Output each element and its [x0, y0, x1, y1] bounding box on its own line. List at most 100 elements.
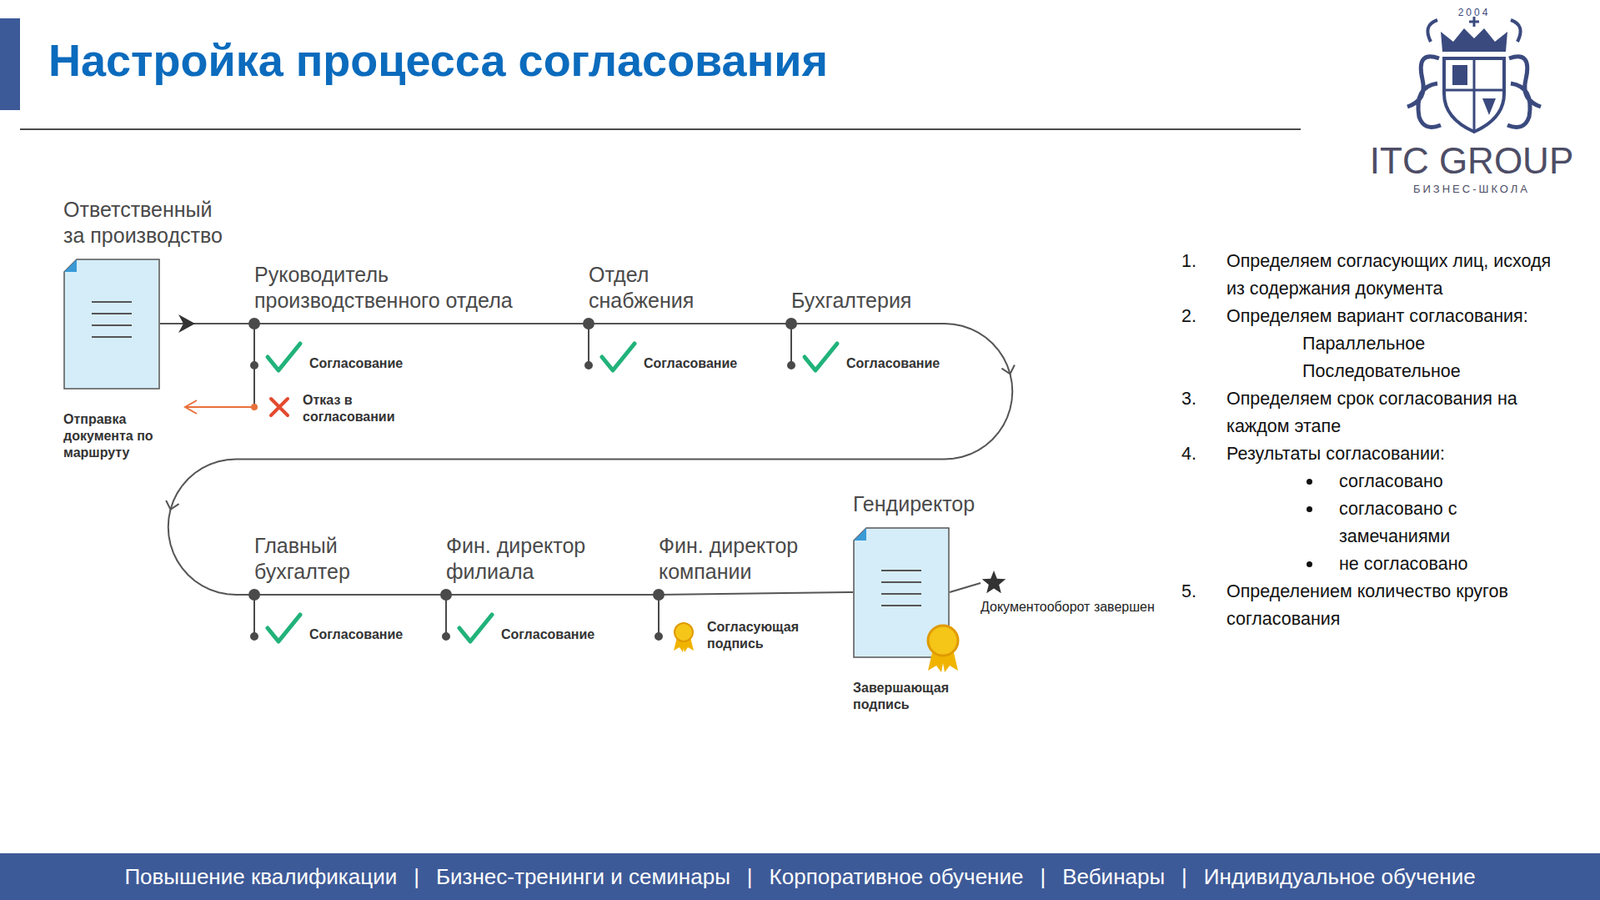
approval-label: Согласование — [642, 355, 739, 372]
label-holder: 2004 — [1458, 6, 1491, 19]
document-corner — [64, 259, 77, 272]
bullet-dot — [1306, 478, 1313, 485]
logo-subtitle: БИЗНЕС-ШКОЛА — [1413, 182, 1530, 196]
list-bullet-item: согласовано с замечаниями — [1339, 495, 1515, 551]
station-dot — [582, 317, 595, 330]
station-heading: Бухгалтерия — [791, 287, 984, 314]
list-row: 1.Определяем согласующих лиц, исходя из … — [1181, 247, 1582, 303]
list-bullet-item: не согласовано — [1339, 550, 1515, 578]
label-holder: Согласование — [307, 626, 405, 643]
station-dot — [652, 588, 665, 601]
check-mark-part — [601, 343, 635, 371]
route-station: Бухгалтерия — [791, 287, 984, 324]
document-line — [91, 312, 132, 315]
logo-brand: ITC GROUP — [1369, 138, 1574, 184]
document-line — [881, 569, 922, 572]
connector-line — [160, 322, 255, 325]
star-shape — [982, 570, 1007, 593]
logo-crest-part — [1452, 65, 1468, 86]
logo-crest-part — [1444, 58, 1505, 132]
route-station: Фин. директор филиала — [446, 532, 613, 595]
approval-branches — [250, 323, 795, 640]
bullet-dot — [1306, 506, 1313, 512]
station-heading: Фин. директор компании — [658, 532, 826, 585]
logo-crest-part — [1440, 28, 1508, 52]
document-icon — [852, 526, 950, 658]
list-item: Определением количество кругов согласова… — [1226, 577, 1552, 633]
list-row: Параллельное — [1181, 330, 1582, 358]
label-holder: Отказ в согласовании — [300, 391, 427, 426]
route-connector — [658, 591, 853, 595]
station-heading: Отдел снабжения — [588, 261, 723, 314]
list-number: 2. — [1181, 302, 1227, 331]
arrowhead — [1001, 364, 1017, 376]
station-dot — [248, 317, 261, 330]
arrowhead — [164, 500, 180, 512]
route-connector — [949, 582, 981, 592]
station-dot — [785, 317, 798, 330]
connector-line — [254, 593, 447, 596]
logo-crest-part — [1482, 98, 1496, 116]
list-row: не согласовано — [1181, 550, 1582, 578]
list-row: согласовано — [1181, 467, 1582, 496]
approval-label: Согласование — [844, 355, 942, 372]
list-row: согласовано с замечаниями — [1181, 495, 1582, 551]
list-item: Определяем согласующих лиц, исходя из со… — [1226, 247, 1552, 303]
document-page — [64, 259, 160, 389]
title-rule — [20, 128, 1301, 131]
approval-branches-part — [585, 361, 592, 369]
bullet-dot — [1306, 561, 1313, 567]
approval-branches-part — [787, 361, 795, 369]
station-dot — [440, 588, 452, 601]
list-row: 3.Определяем срок согласования на каждом… — [1181, 385, 1582, 441]
list-row: Последовательное — [1181, 357, 1582, 386]
label-holder: Согласование — [642, 355, 739, 372]
route-connector — [588, 323, 792, 325]
route-connector — [254, 594, 447, 596]
logo-crest-part — [1427, 20, 1520, 42]
footer-item: Индивидуальное обучение — [1203, 863, 1476, 890]
document-icon — [63, 258, 161, 390]
route-station: Отдел снабжения — [588, 261, 723, 324]
reject-branch-part — [270, 398, 288, 416]
check-mark-part — [459, 614, 492, 642]
label-holder: БИЗНЕС-ШКОЛА — [1413, 182, 1530, 196]
route-connector — [254, 323, 589, 325]
title-bar-accent — [0, 18, 21, 111]
logo-crest-part — [1507, 56, 1541, 128]
approval-branches-part — [250, 361, 258, 369]
document-line — [881, 592, 922, 595]
list-item: Результаты согласовании: — [1226, 440, 1552, 468]
footer-item: Вебинары — [1062, 863, 1165, 890]
connector-line — [658, 591, 853, 595]
station-dot — [248, 588, 261, 601]
approval-branches-part — [250, 632, 258, 640]
document-line — [91, 300, 132, 303]
route-station: Фин. директор компании — [658, 532, 826, 595]
footer-item: Корпоративное обучение — [769, 863, 1024, 890]
reject-branch — [185, 398, 288, 416]
star-icon — [980, 569, 1008, 597]
node-heading: Ответственный за производство — [63, 196, 235, 249]
document-line — [881, 604, 922, 607]
station-heading: Главный бухгалтер — [254, 532, 388, 585]
station-heading: Руководитель производственного отдела — [254, 261, 538, 314]
document-line — [881, 581, 922, 583]
label-holder: ITC GROUP — [1369, 138, 1574, 184]
route-station: Руководитель производственного отдела — [254, 261, 538, 324]
approval-label: Согласование — [499, 626, 597, 643]
signature-medal-part — [674, 622, 693, 642]
signature-medal — [673, 622, 694, 653]
footer-separator: | — [1181, 863, 1188, 890]
list-subitem: Последовательное — [1302, 357, 1461, 386]
reject-branch-part — [250, 403, 258, 411]
list-item: Определяем срок согласования на каждом э… — [1226, 385, 1552, 441]
label-holder: Согласование — [499, 626, 597, 643]
document-corner — [853, 527, 867, 541]
node-caption: Завершающая подпись — [852, 679, 970, 713]
slide-title: Настройка процесса согласования — [48, 33, 828, 88]
approval-label: Согласование — [307, 626, 405, 643]
connector-line — [446, 593, 659, 596]
document-line — [91, 336, 132, 338]
